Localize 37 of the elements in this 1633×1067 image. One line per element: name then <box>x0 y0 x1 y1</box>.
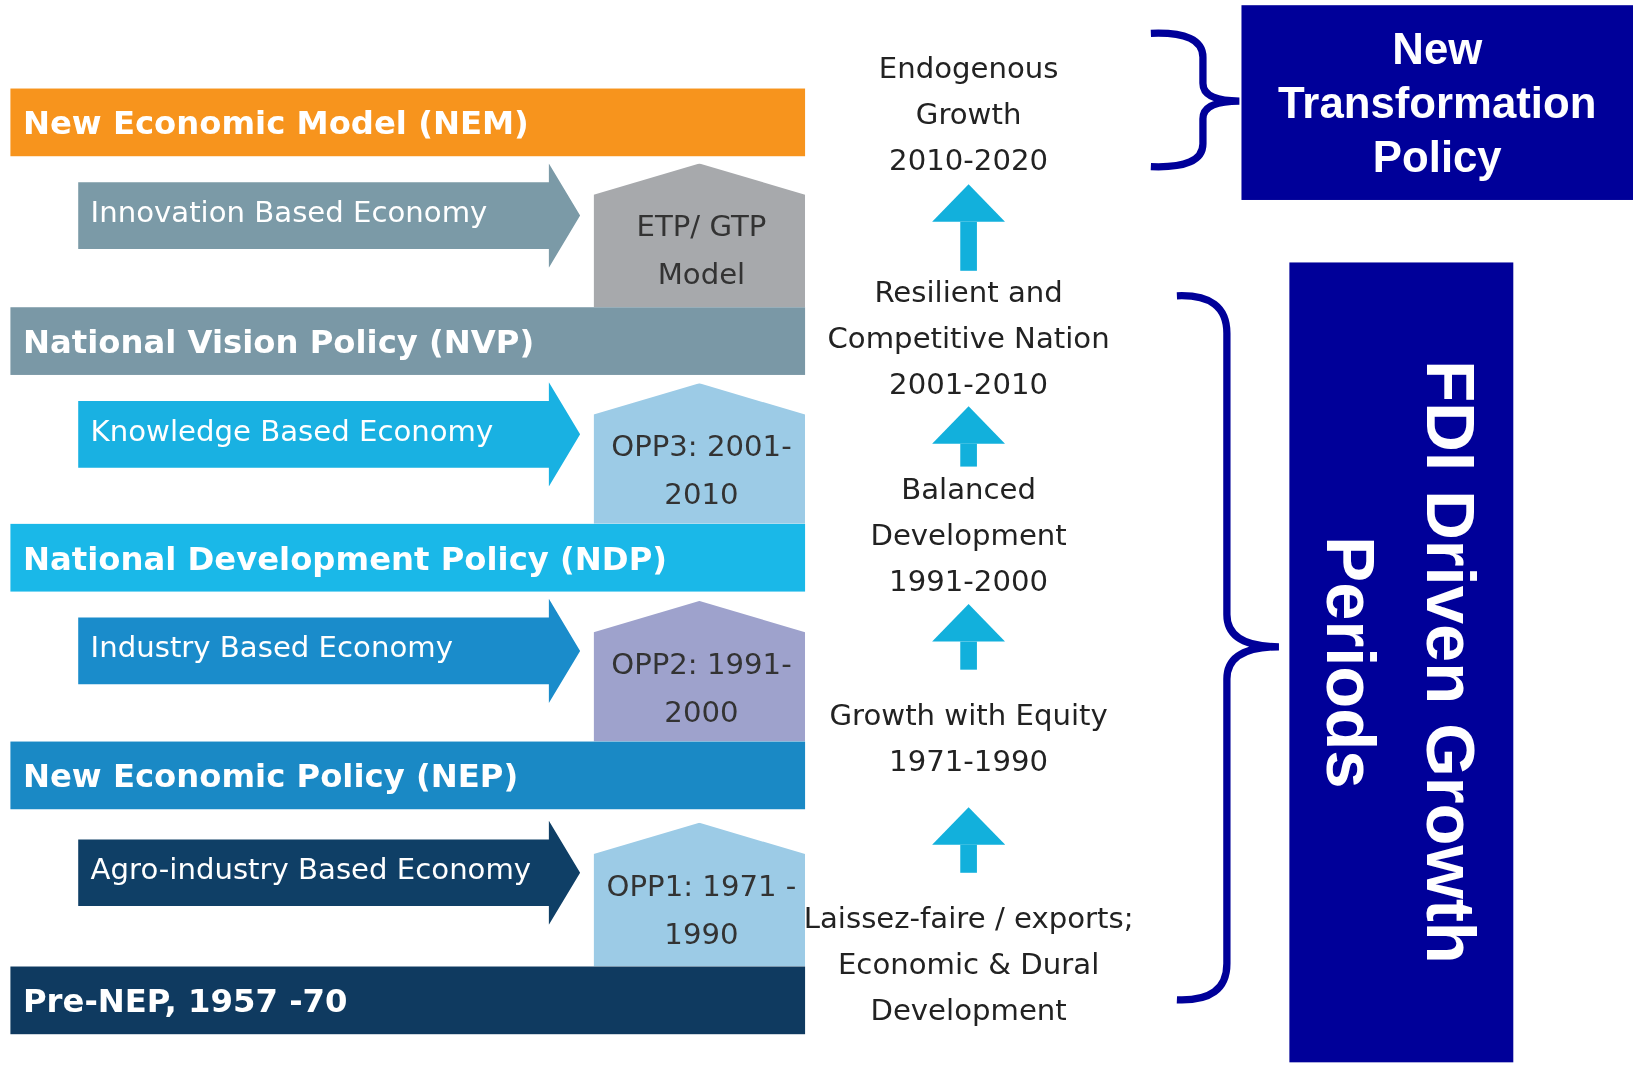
pentagon-tag <box>593 383 806 524</box>
period-label: Growth with Equity <box>829 696 1108 735</box>
year-range: 1991-2000 <box>889 562 1049 600</box>
year-range: 2001-2010 <box>889 365 1049 403</box>
title-box <box>1241 5 1633 200</box>
plan-label: ETP/ GTP Model <box>635 208 768 294</box>
policy-band: Pre-NEP, 1957 -70 <box>10 966 806 1035</box>
arrow-banner <box>78 382 581 487</box>
policy-band: National Development Policy (NDP) <box>10 523 806 592</box>
pentagon-tag <box>593 822 806 967</box>
policy-band: National Vision Policy (NVP) <box>10 307 806 375</box>
period-label: Balanced Development <box>869 470 1068 554</box>
arrow-banner <box>78 163 581 268</box>
up-arrow <box>932 604 1006 670</box>
year-range: 2010-2020 <box>889 141 1049 179</box>
arrow-banner <box>78 598 581 703</box>
pentagon-tag <box>593 163 806 308</box>
title-text: FDI Driven Growth Periods <box>1311 359 1491 967</box>
arrow-banner <box>78 820 581 925</box>
plan-label: OPP2: 1991- 2000 <box>610 645 793 732</box>
period-label: Endogenous Growth <box>877 49 1060 133</box>
pentagon-tag <box>593 600 806 742</box>
economy-label: Agro-industry Based Economy <box>90 851 532 887</box>
policy-band: New Economic Model (NEM) <box>10 88 806 157</box>
plan-label: OPP1: 1971 - 1990 <box>605 867 798 953</box>
year-range: 1971-1990 <box>889 742 1049 780</box>
economy-label: Knowledge Based Economy <box>90 413 494 448</box>
up-arrow <box>932 406 1006 467</box>
title-box <box>1289 262 1514 1063</box>
period-label: Resilient and Competitive Nation <box>826 273 1111 358</box>
policy-band: New Economic Policy (NEP) <box>10 741 806 810</box>
title-text: New Transformation Policy <box>1277 22 1598 183</box>
plan-label: OPP3: 2001- 2010 <box>610 428 793 514</box>
up-arrow <box>932 807 1006 873</box>
economy-label: Innovation Based Economy <box>90 194 488 230</box>
economy-label: Industry Based Economy <box>90 630 453 665</box>
up-arrow <box>932 184 1006 271</box>
